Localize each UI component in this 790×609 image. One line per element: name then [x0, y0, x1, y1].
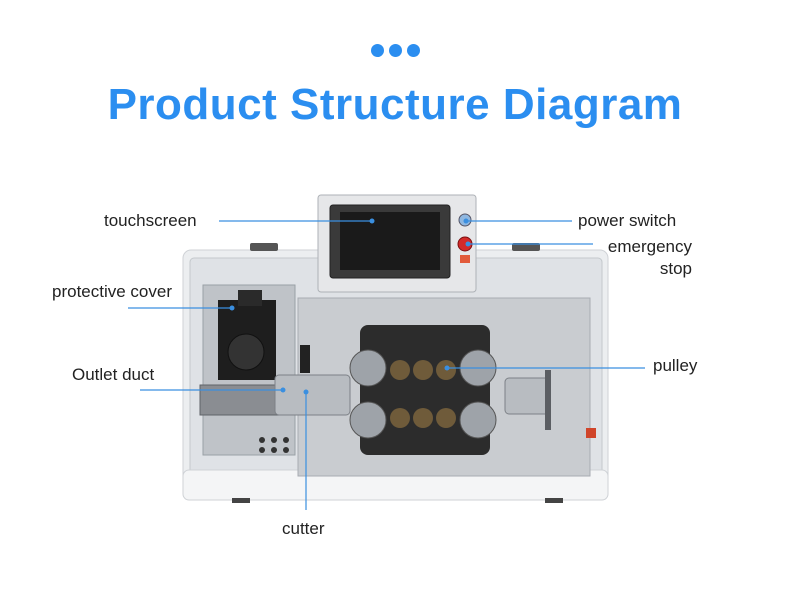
- dot: [388, 44, 402, 57]
- label-touchscreen: touchscreen: [104, 211, 197, 230]
- page-title: Product Structure Diagram: [107, 80, 683, 129]
- label-emergency-line2: stop: [659, 259, 692, 278]
- foot-left: [232, 498, 250, 503]
- hinge-right: [512, 243, 540, 251]
- label-pulley: pulley: [653, 356, 698, 375]
- foot-right: [545, 498, 563, 503]
- leader-lines: [128, 220, 645, 510]
- side-indicator: [586, 428, 596, 438]
- pulley-right-bottom: [459, 401, 497, 439]
- cutter-block: [274, 374, 351, 416]
- gear: [390, 408, 410, 428]
- cutter-blade: [300, 345, 310, 373]
- screw-holes: [259, 437, 289, 453]
- label-emergency-stop: emergency stop: [590, 236, 692, 280]
- guide-rod: [545, 370, 551, 430]
- pulley-left-top: [349, 349, 387, 387]
- gear: [390, 360, 410, 380]
- right-guide: [504, 377, 551, 415]
- cover-roller: [227, 333, 265, 371]
- label-power-switch: power switch: [578, 211, 677, 230]
- dot: [370, 44, 384, 57]
- gear: [413, 408, 433, 428]
- label-protective-cover: protective cover: [52, 282, 172, 301]
- gear: [436, 408, 456, 428]
- leader-endpoints: [229, 218, 471, 395]
- pulley-left-bottom: [349, 401, 387, 439]
- label-cutter: cutter: [282, 519, 325, 538]
- gear: [413, 360, 433, 380]
- hinge-left: [250, 243, 278, 251]
- touchscreen-display: [340, 212, 440, 270]
- decorative-dots: [0, 44, 790, 57]
- label-outlet-duct: Outlet duct: [72, 365, 155, 384]
- label-emergency-line1: emergency: [607, 237, 692, 256]
- dot: [406, 44, 420, 57]
- indicator-light: [460, 255, 470, 263]
- cover-clamp: [238, 290, 262, 306]
